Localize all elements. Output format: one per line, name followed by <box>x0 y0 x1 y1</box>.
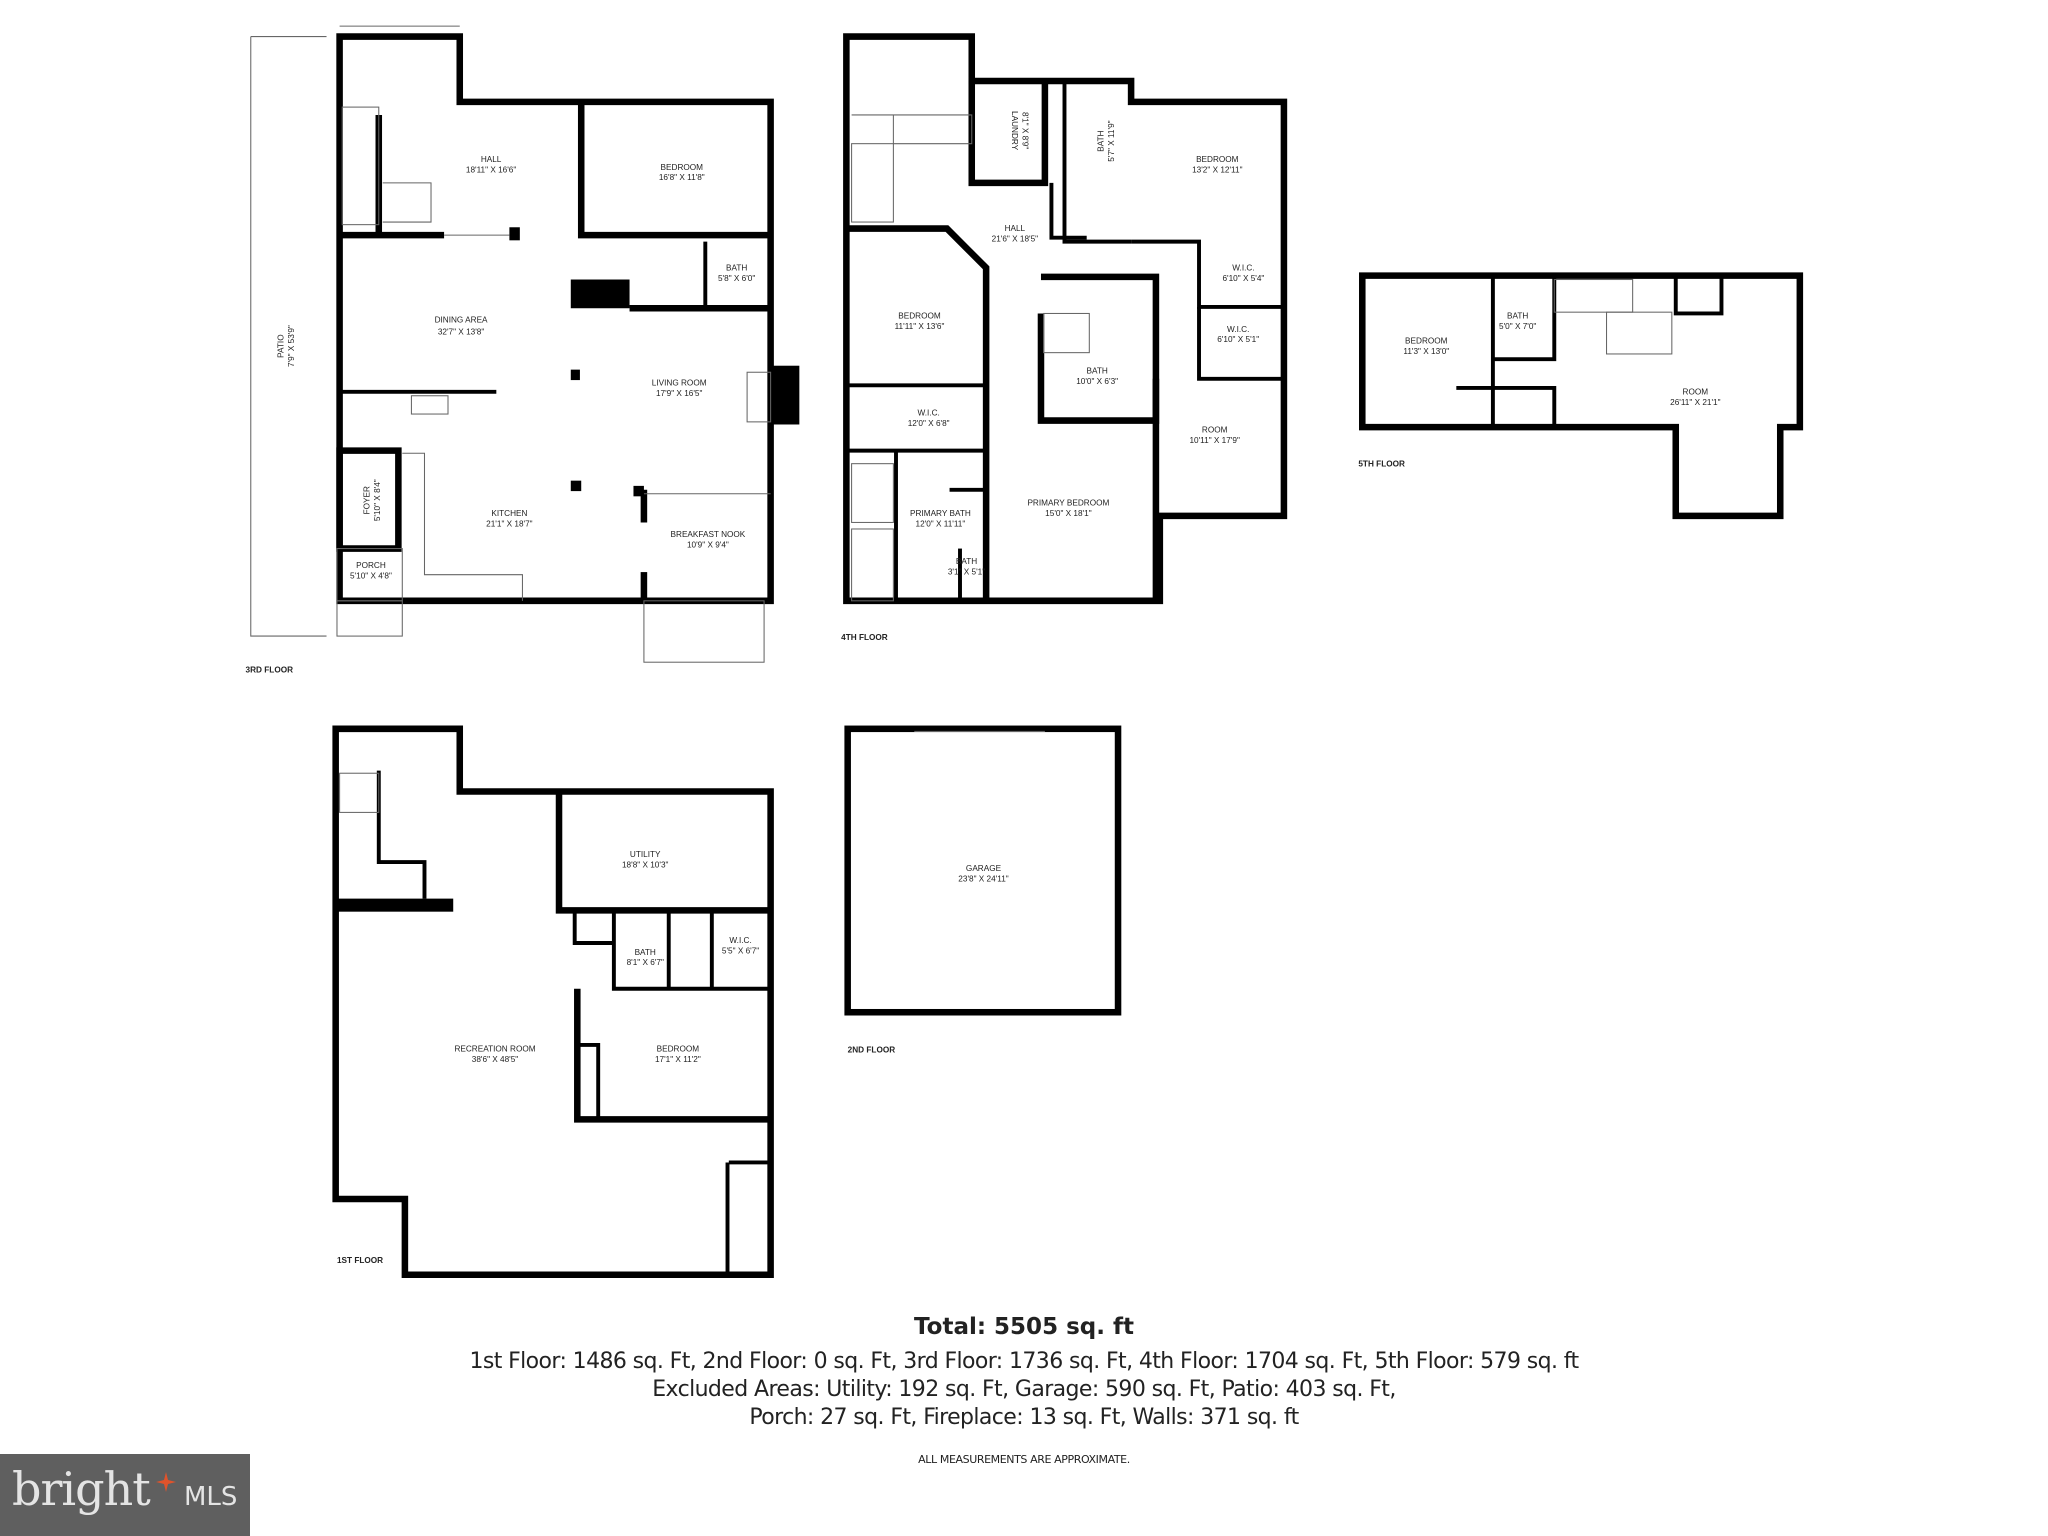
excluded-areas: Excluded Areas: Utility: 192 sq. Ft, Gar… <box>652 1377 1396 1402</box>
room-name: LAUNDRY <box>1010 111 1019 151</box>
room-name: W.I.C. <box>917 408 939 417</box>
room-name: GARAGE <box>966 864 1002 873</box>
room-dims: 8'1" X 8'9" <box>1021 112 1030 149</box>
room-dims: 21'1" X 18'7" <box>486 519 533 528</box>
room-dims: 32'7" X 13'8" <box>438 327 485 336</box>
room-name: PORCH <box>356 561 386 570</box>
fifth-floor-outer-wall <box>1359 272 1804 520</box>
room-dims: 5'0" X 7'0" <box>1499 322 1536 331</box>
room-dims: 23'8" X 24'11" <box>958 875 1008 884</box>
room-dims: 5'10" X 8'4" <box>373 479 382 521</box>
fourth-floor-plan: LAUNDRY 8'1" X 8'9" BATH 5'7" X 11'9" BE… <box>841 33 1288 642</box>
room-dims: 5'8" X 6'0" <box>718 274 755 283</box>
logo-star-icon <box>156 1472 176 1492</box>
bright-mls-logo: bright MLS <box>0 1454 250 1536</box>
room-name: BATH <box>1507 312 1528 321</box>
room-name: BATH <box>1097 130 1106 151</box>
fifth-floor-plan: BEDROOM 11'3" X 13'0" BATH 5'0" X 7'0" R… <box>1358 272 1804 520</box>
room-dims: 7'9" X 53'9" <box>287 325 296 367</box>
room-dims: 6'10" X 5'4" <box>1222 274 1264 283</box>
logo-word: bright <box>12 1462 151 1516</box>
floor-label: 1ST FLOOR <box>337 1256 383 1265</box>
room-name: RECREATION ROOM <box>454 1044 535 1053</box>
room-name: BATH <box>956 557 977 566</box>
room-name: FOYER <box>363 486 372 514</box>
room-dims: 10'0" X 6'3" <box>1076 377 1118 386</box>
room-name: W.I.C. <box>729 936 751 945</box>
room-dims: 18'11" X 16'6" <box>466 165 516 174</box>
room-name: UTILITY <box>630 850 661 859</box>
floor-label: 3RD FLOOR <box>246 666 294 675</box>
fourth-floor-outer-wall <box>843 33 1288 605</box>
room-name: BATH <box>1086 367 1107 376</box>
room-name: PRIMARY BEDROOM <box>1027 498 1109 507</box>
room-dims: 12'0" X 6'8" <box>908 419 950 428</box>
room-dims: 10'9" X 9'4" <box>687 540 729 549</box>
room-dims: 15'0" X 18'1" <box>1045 509 1092 518</box>
room-name: BEDROOM <box>657 1044 700 1053</box>
room-name: BATH <box>635 948 656 957</box>
room-dims: 16'8" X 11'8" <box>659 173 705 182</box>
room-name: BEDROOM <box>898 312 941 321</box>
room-name: PATIO <box>276 334 285 357</box>
room-dims: 5'10" X 4'8" <box>350 572 392 581</box>
room-name: BREAKFAST NOOK <box>671 530 746 539</box>
room-name: BATH <box>726 263 747 272</box>
room-dims: 17'9" X 16'5" <box>656 389 703 398</box>
room-name: PRIMARY BATH <box>910 509 971 518</box>
room-dims: 11'3" X 13'0" <box>1403 347 1449 356</box>
room-name: BEDROOM <box>1196 155 1239 164</box>
room-name: DINING AREA <box>435 316 488 325</box>
room-dims: 10'11" X 17'9" <box>1189 436 1239 445</box>
room-name: LIVING ROOM <box>652 378 707 387</box>
room-name: W.I.C. <box>1227 325 1249 334</box>
first-floor-outer-wall <box>332 725 774 1279</box>
room-dims: 8'1" X 6'7" <box>627 958 664 967</box>
room-name: BEDROOM <box>1405 337 1448 346</box>
room-dims: 5'7" X 11'9" <box>1107 120 1116 161</box>
excluded-areas-cont: Porch: 27 sq. Ft, Fireplace: 13 sq. Ft, … <box>749 1405 1299 1430</box>
room-dims: 17'1" X 11'2" <box>655 1055 701 1064</box>
third-floor-plan: HALL 18'11" X 16'6" BEDROOM 16'8" X 11'8… <box>246 25 800 675</box>
room-name: ROOM <box>1683 387 1709 396</box>
disclaimer: ALL MEASUREMENTS ARE APPROXIMATE. <box>918 1453 1130 1466</box>
first-floor-plan: UTILITY 18'8" X 10'3" BATH 8'1" X 6'7" W… <box>332 725 774 1279</box>
floor-label: 2ND FLOOR <box>848 1046 896 1055</box>
room-dims: 21'6" X 18'5" <box>992 235 1039 244</box>
second-floor-plan: GARAGE 23'8" X 24'11" 2ND FLOOR <box>844 725 1122 1055</box>
floor-areas: 1st Floor: 1486 sq. Ft, 2nd Floor: 0 sq.… <box>469 1349 1579 1374</box>
room-dims: 12'0" X 11'11" <box>916 519 966 528</box>
garage-outer-wall <box>844 725 1122 1016</box>
floor-label: 4TH FLOOR <box>841 633 888 642</box>
logo-suffix: MLS <box>184 1482 238 1512</box>
room-name: W.I.C. <box>1232 263 1254 272</box>
floor-label: 5TH FLOOR <box>1358 459 1405 468</box>
room-name: BEDROOM <box>661 163 704 172</box>
room-dims: 5'5" X 6'7" <box>722 946 759 955</box>
patio-outline <box>250 36 327 637</box>
third-floor-outer-wall <box>336 33 774 605</box>
room-name: ROOM <box>1202 425 1228 434</box>
room-dims: 26'11" X 21'1" <box>1670 398 1720 407</box>
room-dims: 6'10" X 5'1" <box>1217 335 1259 344</box>
room-dims: 11'11" X 13'6" <box>895 322 945 331</box>
room-name: KITCHEN <box>491 509 527 518</box>
room-name: HALL <box>1005 224 1026 233</box>
room-dims: 38'6" X 48'5" <box>472 1055 519 1064</box>
total-area: Total: 5505 sq. ft <box>914 1314 1134 1340</box>
room-name: HALL <box>481 155 502 164</box>
room-dims: 18'8" X 10'3" <box>622 860 669 869</box>
room-dims: 3'1" X 5'1" <box>948 568 985 577</box>
room-dims: 13'2" X 12'11" <box>1192 165 1242 174</box>
